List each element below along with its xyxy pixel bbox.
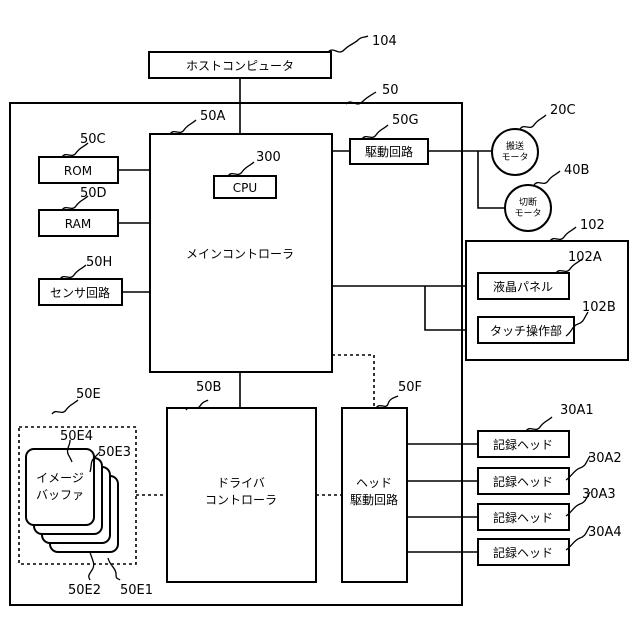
leader-50H [60, 265, 86, 279]
main-controller-label: メインコントローラ [186, 247, 294, 261]
recording-head-4-label: 記録ヘッド [493, 545, 553, 560]
head-drive-label-1: ヘッド [356, 476, 392, 490]
ref-102: 102 [580, 218, 605, 233]
leader-50E [52, 400, 78, 414]
cutter-motor-label-b: モータ [514, 208, 541, 219]
ref-50E2: 50E2 [68, 583, 101, 598]
ref-50E1: 50E1 [120, 583, 153, 598]
driver-controller-label-1: ドライバ [217, 476, 265, 490]
lcd-panel-label: 液晶パネル [493, 279, 553, 294]
host-computer-label: ホストコンピュータ [186, 59, 294, 73]
transport-motor-label-b: モータ [501, 152, 528, 163]
recording-head-3-label: 記録ヘッド [493, 510, 553, 525]
leader-102 [550, 227, 576, 241]
ref-30A3: 30A3 [582, 487, 616, 502]
leader-50A [170, 120, 196, 134]
image-buffer-label-1: イメージ [36, 471, 84, 485]
ref-50G: 50G [392, 113, 419, 128]
ref-50A: 50A [200, 109, 226, 124]
leader-104 [328, 36, 368, 52]
drive-circuit-label: 駆動回路 [365, 144, 413, 159]
ref-50B: 50B [196, 380, 221, 395]
ref-50C: 50C [80, 132, 106, 147]
transport-motor [492, 129, 538, 175]
leader-50G [362, 125, 388, 139]
leader-50E1 [108, 558, 120, 580]
sensor-label: センサ回路 [50, 285, 110, 300]
ref-30A2: 30A2 [588, 451, 622, 466]
cutter-motor-label-a: 切断 [519, 196, 537, 208]
leader-30A1 [526, 417, 552, 431]
touch-panel-label: タッチ操作部 [490, 323, 562, 338]
ref-40B: 40B [564, 163, 589, 178]
ref-50E4: 50E4 [60, 429, 93, 444]
ref-50F: 50F [398, 380, 422, 395]
recording-head-1-label: 記録ヘッド [493, 437, 553, 452]
ref-50E3: 50E3 [98, 445, 131, 460]
image-buffer-1 [26, 449, 94, 525]
recording-head-2-label: 記録ヘッド [493, 474, 553, 489]
cutter-motor [505, 185, 551, 231]
ref-20C: 20C [550, 103, 576, 118]
ref-300: 300 [256, 150, 281, 165]
ref-30A4: 30A4 [588, 525, 622, 540]
line-main-headdrv [332, 355, 374, 408]
leader-50F [376, 396, 398, 408]
head-drive-label-2: 駆動回路 [350, 492, 398, 507]
ref-30A1: 30A1 [560, 403, 594, 418]
ref-50H: 50H [86, 255, 112, 270]
cpu-label: CPU [233, 181, 257, 195]
leader-50E2 [89, 552, 94, 580]
rom-label: ROM [64, 164, 92, 178]
ref-50D: 50D [80, 186, 107, 201]
ref-102A: 102A [568, 250, 602, 265]
ref-50E: 50E [76, 387, 101, 402]
leader-20C [520, 115, 546, 129]
ram-label: RAM [65, 217, 91, 231]
transport-motor-label-a: 搬送 [506, 140, 524, 152]
ref-50: 50 [382, 83, 399, 98]
image-buffer-label-2: バッファ [36, 488, 84, 502]
driver-controller-label-2: コントローラ [205, 493, 277, 507]
ref-102B: 102B [582, 300, 616, 315]
ref-104: 104 [372, 34, 397, 49]
leader-40B [534, 171, 560, 185]
